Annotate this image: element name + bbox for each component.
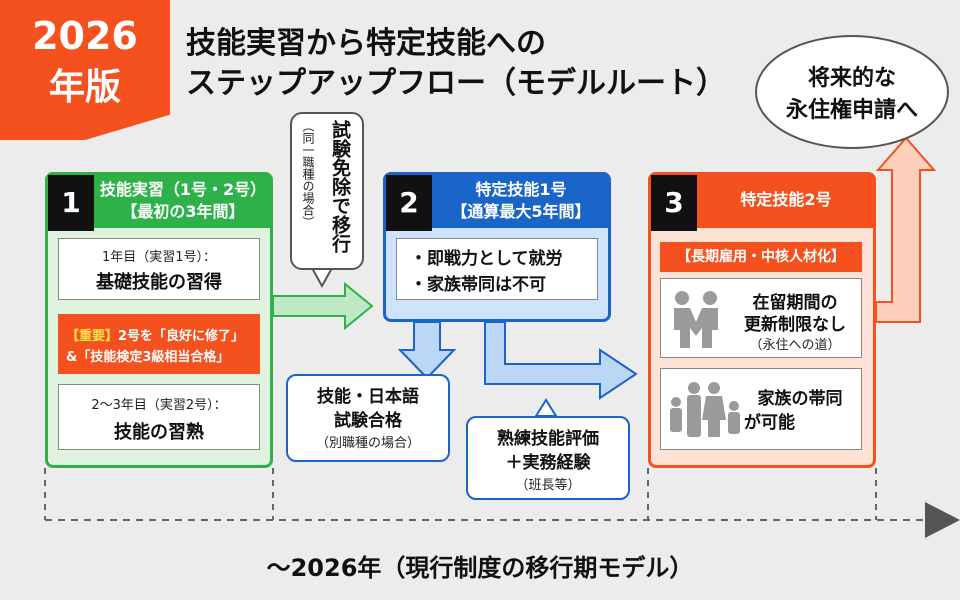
stage1-number: 1 [48,175,94,231]
badge-year: 2026 [32,14,138,58]
family-icon [670,382,740,437]
goal-cloud [755,35,949,149]
exemption-sub: （同一職種の場合） [301,120,315,228]
callout-skill-tail [534,398,558,417]
stage2-title: 特定技能1号 [475,180,567,199]
stage3-tag: 【長期雇用・中核人材化】 [660,242,862,272]
stage3-benefit2-line2: が可能 [744,413,795,433]
page-title-line1: 技能実習から特定技能への [186,26,546,61]
stage1-year23-box [58,384,260,450]
badge-label: 年版 [48,67,121,108]
stage3-benefit1-line1: 在留期間の [752,293,838,313]
stage1-year1-label: 1年目（実習1号）： [101,250,217,265]
callout-skill-sub: （班長等） [515,478,581,493]
handshake-icon [674,291,718,348]
stage1-important-row1: 【重要】2号を「良好に修了」 [66,325,256,344]
arrow-stage2-down [397,321,457,380]
stage2-number: 2 [386,175,432,231]
stage1-year1-text: 基礎技能の習得 [96,272,222,293]
callout-exam-line2: 試験合格 [334,411,402,431]
exemption-bubble-tail [310,267,334,289]
callout-skill-line1: 熟練技能評価 [497,429,599,449]
stage1-year1-box [58,238,260,300]
callout-exam-line1: 技能・日本語 [317,387,419,407]
stage1-subtitle: 【最初の3年間】 [121,202,245,221]
stage3-benefit1-line2: 更新制限なし [744,315,846,335]
arrow-stage3-to-goal [875,136,937,323]
callout-skill-line2: ＋実務経験 [505,453,591,473]
arrow-stage2-to-stage3 [484,321,638,400]
timeline-caption: 〜2026年（現行制度の移行期モデル） [266,554,694,582]
timeline-arrowhead [925,502,960,538]
stage1-important-line1: 2号を「良好に修了」 [118,329,245,344]
exemption-bubble [290,112,364,270]
stage3-number: 3 [651,175,697,231]
callout-skill [466,416,630,500]
stage2-content-box [396,238,598,300]
stage2-subtitle: 【通算最大5年間】 [451,202,591,221]
stage3-benefit1-sub: （永住への道） [749,338,841,353]
stage3-benefit2-line1: 家族の帯同 [757,389,843,409]
stage2-bullet1: ・即戦力として就労 [410,249,563,269]
stage1-important-tag: 【重要】 [66,329,119,344]
callout-exam-sub: （別職種の場合） [315,436,420,451]
goal-line1: 将来的な [807,66,896,91]
stage1-important-line2: &「技能検定3級相当合格」 [66,350,230,365]
stage1-year23-label: 2〜3年目（実習2号）： [91,398,227,413]
exemption-main: 試験免除で移行 [329,120,351,253]
stage1-important-box [58,314,260,374]
stage1-year23-text: 技能の習熟 [114,422,204,443]
year-badge [0,0,170,140]
goal-line2: 永住権申請へ [785,98,918,123]
stage2-bullet2: ・家族帯同は不可 [410,275,546,295]
page-title-line2: ステップアップフロー（モデルルート） [186,66,726,101]
stage3-title: 特定技能2号 [740,190,832,209]
arrow-stage1-to-stage2 [272,281,374,331]
stage1-title: 技能実習（1号・2号） [99,180,267,199]
callout-exam [286,374,450,462]
